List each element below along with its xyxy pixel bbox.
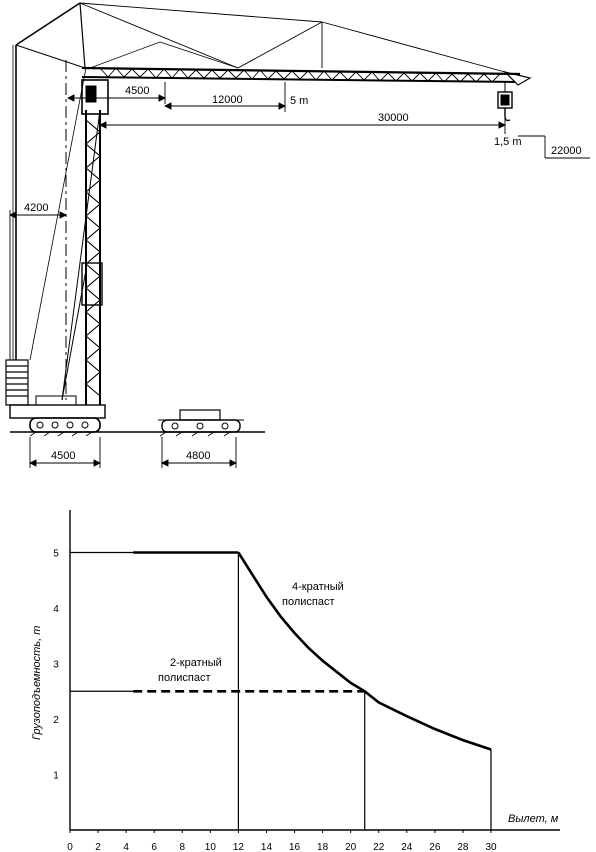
x-tick-label: 10 — [205, 842, 217, 852]
transport-trolley — [158, 409, 244, 433]
tower-mast — [81, 110, 103, 405]
x-tick-label: 20 — [345, 842, 357, 852]
y-tick-label: 2 — [53, 715, 59, 726]
dimension-labels: 4500 12000 5 m 30000 1,5 m 22000 4200 45… — [24, 85, 582, 462]
y-tick-label: 4 — [53, 604, 59, 615]
series-line-4x — [237, 551, 492, 751]
y-tick-labels: 1 2 3 4 5 — [53, 549, 59, 782]
dim-4800: 4800 — [186, 450, 210, 462]
dim-4200: 4200 — [24, 202, 48, 214]
crane-drawing — [5, 2, 532, 437]
x-tick-label: 6 — [151, 842, 157, 852]
x-tick-label: 26 — [429, 842, 441, 852]
x-tick-label: 4 — [123, 842, 129, 852]
dim-5m: 5 m — [290, 95, 308, 107]
jib — [81, 66, 532, 86]
x-tick-label: 2 — [95, 842, 101, 852]
series-label-2x-line1: 2-кратный — [170, 657, 222, 669]
series-label-2x-line2: полиспаст — [158, 672, 211, 684]
series-lines — [133, 551, 492, 751]
cab — [81, 79, 109, 115]
x-axis-label: Вылет, м — [508, 813, 559, 825]
x-tick-label: 22 — [373, 842, 385, 852]
dim-30000: 30000 — [378, 112, 409, 124]
dim-4500-top: 4500 — [125, 85, 149, 97]
x-tick-label: 30 — [485, 842, 497, 852]
counterweight — [5, 359, 29, 406]
dim-4500-base: 4500 — [51, 450, 75, 462]
dimension-lines — [8, 82, 590, 468]
apex-boom — [15, 2, 81, 46]
y-axis-label: Грузоподъемность, т — [31, 626, 43, 740]
x-tick-label: 24 — [401, 842, 413, 852]
x-tick-label: 28 — [457, 842, 469, 852]
dim-1-5m: 1,5 m — [494, 136, 522, 148]
x-tick-label: 14 — [261, 842, 273, 852]
y-tick-label: 3 — [53, 660, 59, 671]
crawler-base — [9, 395, 106, 433]
hook-block — [497, 82, 513, 122]
dim-22000: 22000 — [551, 145, 582, 157]
x-tick-label: 18 — [317, 842, 329, 852]
y-tick-label: 1 — [53, 771, 59, 782]
x-tick-label: 16 — [289, 842, 301, 852]
x-tick-label: 0 — [67, 842, 73, 852]
series-label-4x-line2: полиспаст — [282, 596, 335, 608]
dim-12000: 12000 — [212, 94, 243, 106]
x-tick-label: 12 — [233, 842, 245, 852]
y-tick-label: 5 — [53, 549, 59, 560]
series-label-4x-line1: 4-кратный — [292, 581, 344, 593]
x-tick-label: 8 — [179, 842, 185, 852]
